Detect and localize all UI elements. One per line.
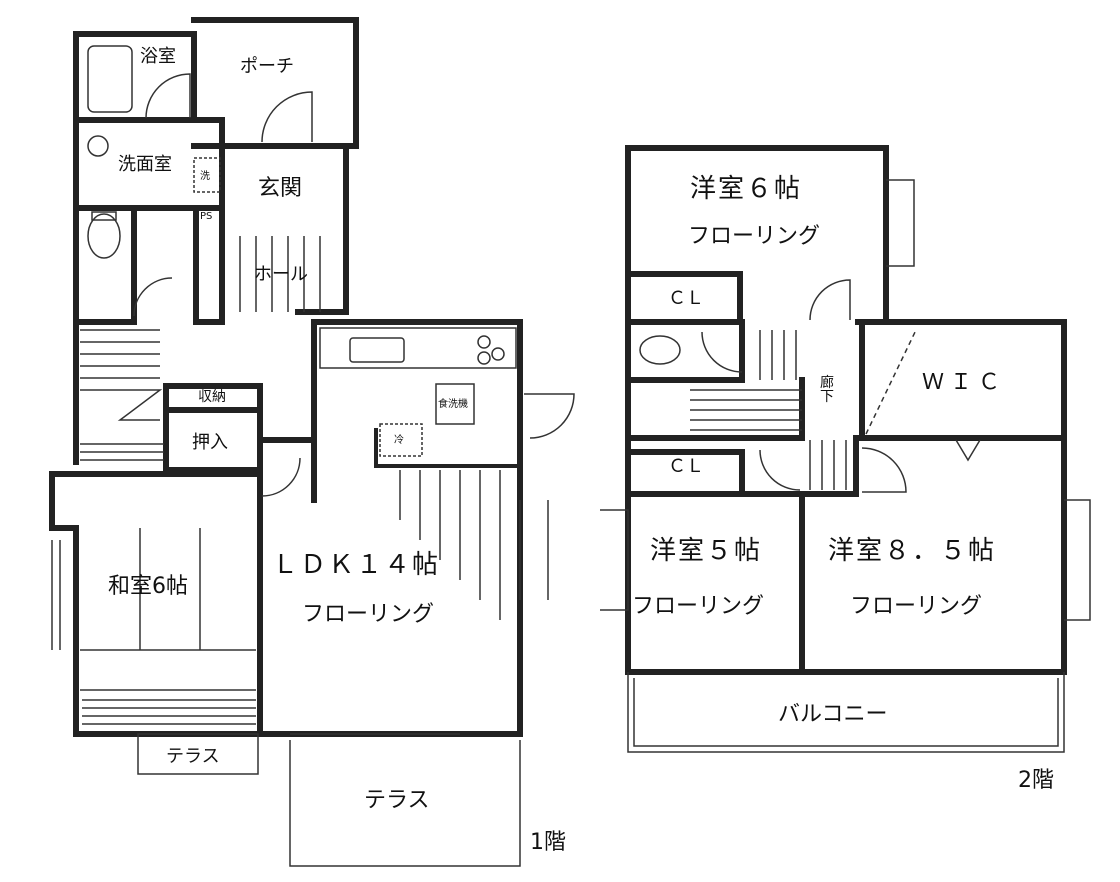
entrance-label: 玄関: [258, 176, 303, 201]
closet-label: 押入: [192, 432, 228, 453]
ldk-label: ＬＤＫ１４帖: [272, 550, 441, 580]
floor1-fixtures: [51, 45, 575, 867]
floor2-label: 2階: [1018, 768, 1054, 793]
hall-label: ホール: [254, 264, 308, 285]
floor1-label: 1階: [530, 830, 566, 855]
room85-label: 洋室８．５帖: [828, 536, 997, 566]
balcony-label: バルコニー: [778, 702, 888, 727]
cl2-label: ＣＬ: [668, 456, 704, 477]
wic-label: ＷＩＣ: [922, 370, 1007, 395]
cl1-label: ＣＬ: [668, 288, 704, 309]
hallway-label: 廊下: [820, 375, 834, 405]
room6-floor-label: フローリング: [688, 224, 821, 249]
ps-label: PS: [200, 211, 213, 222]
floor1-walls: [49, 17, 523, 737]
room6-label: 洋室６帖: [690, 174, 803, 204]
room5-label: 洋室５帖: [650, 536, 763, 566]
porch-label: ポーチ: [240, 56, 294, 77]
floor2-fixtures: [600, 179, 1091, 753]
ldk-floor-label: フローリング: [302, 602, 435, 627]
room5-floor-label: フローリング: [632, 594, 765, 619]
fridge-mark: 冷: [394, 435, 404, 446]
washer-mark: 洗: [200, 171, 210, 182]
washitsu-label: 和室6帖: [108, 574, 188, 599]
terrace-small-label: テラス: [166, 746, 220, 767]
storage-label: 収納: [198, 389, 226, 405]
floor2-walls: [625, 145, 1067, 675]
terrace-large-label: テラス: [364, 788, 430, 813]
washroom-label: 洗面室: [118, 154, 172, 175]
bath-label: 浴室: [140, 46, 176, 67]
stove-mark: 食洗機: [438, 399, 468, 410]
room85-floor-label: フローリング: [850, 594, 983, 619]
